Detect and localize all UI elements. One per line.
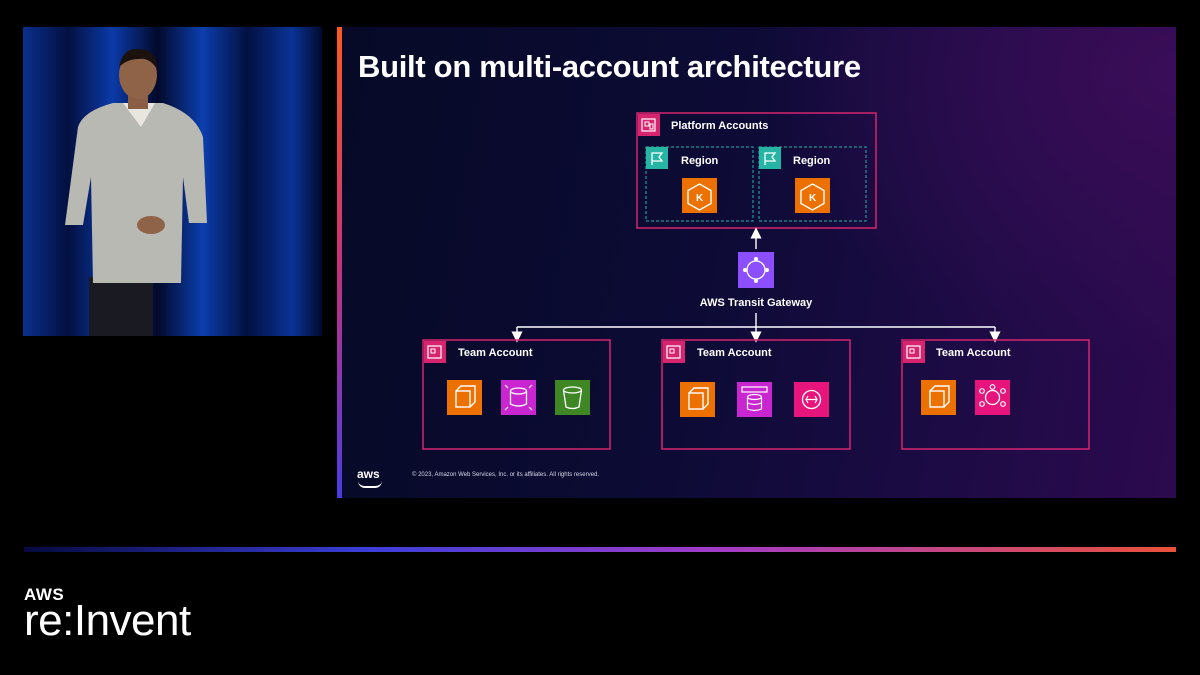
logo-event-name: re:Invent [24,596,191,645]
aws-footer-logo: aws [357,467,380,481]
team-account-group-2: Team Account [661,339,851,450]
region-flag-icon [646,147,668,169]
team-account-label-3: Team Account [936,347,1011,359]
account-group-icon [663,341,685,363]
speaker-video [23,27,322,336]
ec2-icon [921,380,956,415]
platform-accounts-label: Platform Accounts [671,120,768,132]
logo-brand: AWS [24,585,65,604]
region-flag-icon [759,147,781,169]
copyright-notice: © 2023, Amazon Web Services, Inc. or its… [412,472,599,478]
team-account-group-1: Team Account [422,339,611,450]
aws-smile-icon [358,481,382,488]
region-group-2: Region K [758,146,867,222]
connectors-to-teams [511,313,1001,343]
account-group-icon [903,341,925,363]
ec2-icon [447,380,482,415]
team-account-label-2: Team Account [697,347,772,359]
slide-title: Built on multi-account architecture [358,49,861,84]
eks-icon: K [795,178,830,213]
eks-icon: K [682,178,717,213]
region-label-1: Region [681,155,719,167]
slide-accent-bar [337,27,342,498]
s3-bucket-icon [555,380,590,415]
rds-icon [501,380,536,415]
mq-icon [794,382,829,417]
svg-text:K: K [809,193,817,204]
eventbridge-icon [975,380,1010,415]
region-label-2: Region [793,155,831,167]
team-account-label-1: Team Account [458,347,533,359]
transit-gateway-label: AWS Transit Gateway [700,297,813,309]
account-group-icon [638,114,660,136]
elasticache-icon [737,382,772,417]
platform-accounts-group: Platform Accounts Region K [636,112,877,229]
bottom-accent-bar [24,547,1176,552]
ec2-icon [680,382,715,417]
reinvent-logo: AWS re:Invent [24,585,191,645]
architecture-diagram: Platform Accounts Region K [422,112,1090,450]
svg-text:K: K [696,193,704,204]
region-group-1: Region K [645,146,754,222]
transit-gateway-icon [738,252,774,288]
team-account-group-3: Team Account [901,339,1090,450]
presentation-slide: Built on multi-account architecture Plat… [337,27,1176,498]
account-group-icon [424,341,446,363]
